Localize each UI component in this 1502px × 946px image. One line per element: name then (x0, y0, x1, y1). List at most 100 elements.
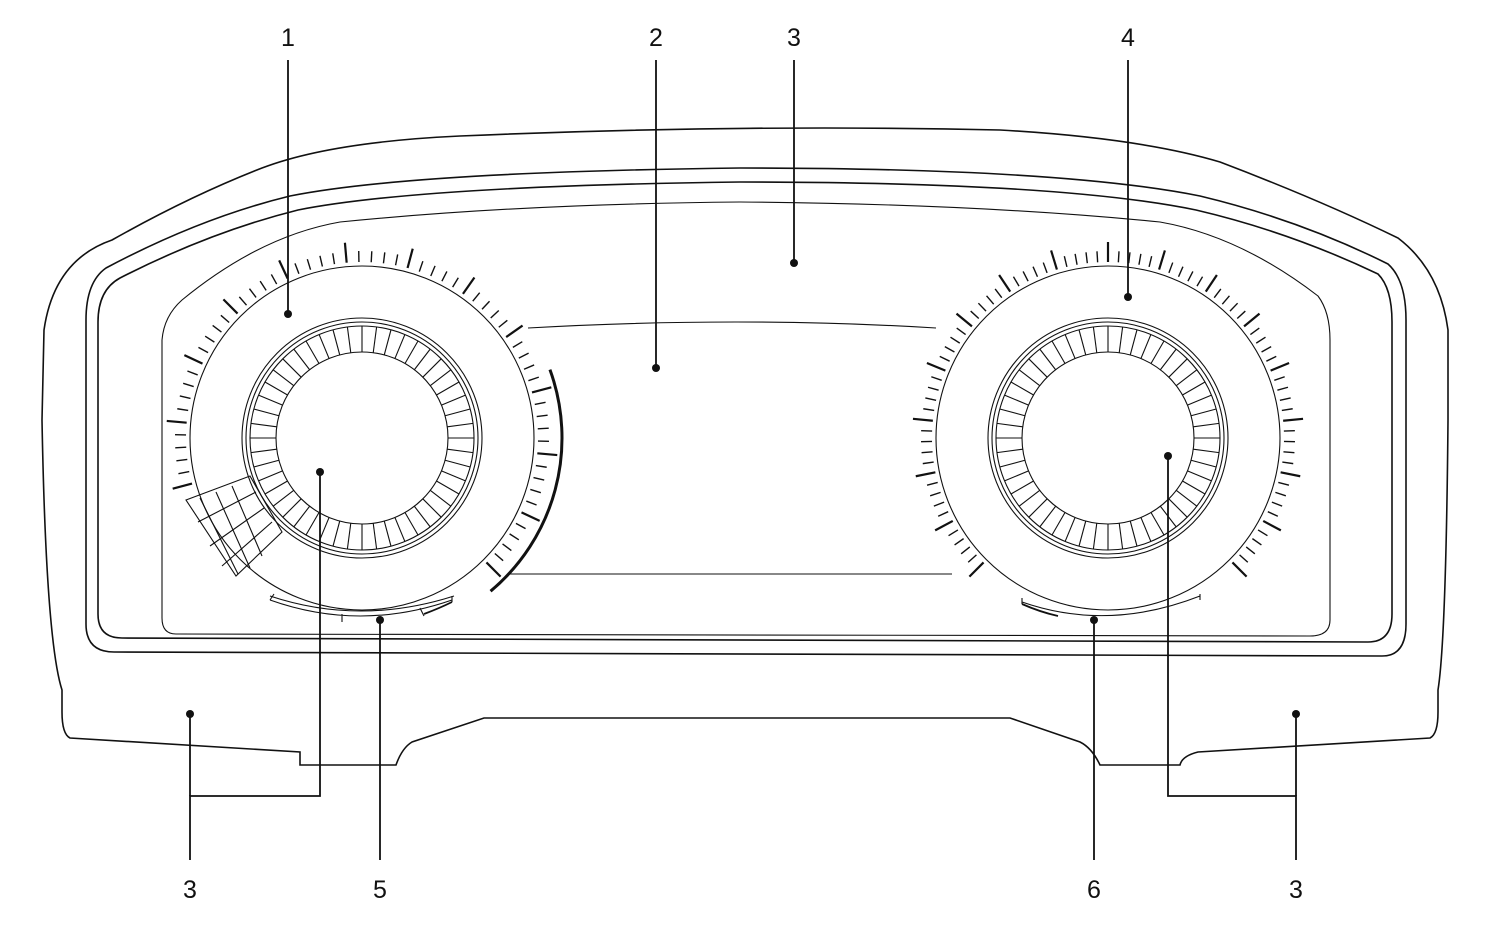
callout-label-3-bottom-left: 3 (183, 876, 197, 904)
left-gauge-redline-arc (489, 369, 564, 593)
left-gauge-tick (534, 401, 546, 406)
right-gauge-tick (994, 288, 1003, 299)
right-gauge-tick (915, 471, 936, 478)
right-gauge-tick (1281, 408, 1293, 412)
right-gauge-tick (1063, 256, 1068, 268)
right-gauge-tick (1279, 397, 1291, 401)
left-gauge-tick (526, 500, 537, 506)
right-gauge-tick (1275, 491, 1287, 497)
right-gauge-segment (1028, 358, 1048, 378)
left-gauge-segment (441, 394, 466, 406)
right-gauge-segment (1051, 512, 1066, 536)
right-gauge-tick (1277, 386, 1289, 391)
right-gauge-tick (933, 501, 945, 507)
left-gauge-tick (306, 258, 312, 270)
left-gauge-tick (505, 324, 524, 338)
screen-frame-outer (85, 167, 1407, 657)
left-gauge-tick (509, 533, 520, 541)
right-gauge-tick (921, 451, 933, 454)
right-gauge-segment (1140, 334, 1152, 359)
right-gauge-segment (1064, 334, 1076, 359)
callout-label-2: 2 (649, 24, 663, 52)
left-gauge-tick (294, 263, 300, 274)
left-gauge-tick (418, 260, 424, 272)
right-gauge-tick (1249, 327, 1260, 336)
left-gauge-scale (166, 242, 558, 578)
callout-label-3-top: 3 (787, 24, 801, 52)
left-gauge-segment (404, 512, 419, 536)
right-gauge-segment (1010, 480, 1034, 495)
right-gauge-tick (1213, 288, 1222, 299)
left-gauge-tick (406, 248, 414, 269)
left-gauge-segment (332, 520, 341, 547)
right-gauge-tick (1271, 501, 1283, 507)
left-gauge-segment (436, 381, 460, 396)
right-gauge-tick (923, 408, 935, 412)
right-gauge-tick (1168, 262, 1174, 274)
left-gauge-segment (346, 523, 352, 550)
left-gauge-tick (182, 382, 194, 388)
right-gauge-tick (926, 361, 946, 372)
left-gauge-tick (498, 319, 508, 328)
left-gauge-tick (222, 298, 239, 315)
left-gauge-segment (272, 489, 295, 507)
right-gauge-segment (1168, 498, 1188, 518)
left-gauge-segment (422, 498, 442, 518)
right-gauge-tick (1261, 346, 1272, 353)
right-gauge-tick (1231, 561, 1248, 578)
left-gauge-segment (293, 505, 311, 528)
left-gauge-tick (535, 464, 547, 468)
left-gauge-tick (177, 408, 189, 412)
right-gauge-tick (1158, 250, 1166, 270)
right-gauge-status-bar (1021, 594, 1201, 617)
right-gauge-tick (1148, 256, 1153, 268)
right-gauge-tick (1022, 271, 1029, 282)
left-gauge-segment (444, 408, 471, 417)
left-gauge-segment (282, 358, 302, 378)
left-gauge-tick (462, 276, 476, 295)
right-gauge-tick (926, 481, 938, 486)
left-gauge-tick (332, 253, 336, 265)
left-gauge-tick (472, 292, 481, 302)
right-gauge-tick (931, 376, 942, 381)
left-gauge-tick (485, 561, 502, 578)
left-gauge-tick (270, 274, 278, 285)
right-gauge-tick (944, 346, 955, 353)
right-gauge-segment (1190, 408, 1217, 417)
left-gauge (166, 242, 564, 622)
right-gauge-segment (1140, 517, 1152, 542)
right-gauge-tick (998, 274, 1012, 293)
right-gauge-tick (1117, 251, 1120, 263)
right-gauge-segment (1193, 448, 1220, 454)
center-display-window (510, 321, 952, 575)
callout-label-6: 6 (1087, 876, 1101, 904)
right-gauge-tick (939, 355, 950, 362)
right-gauge-segment (1175, 489, 1198, 507)
left-gauge-segment (264, 480, 288, 495)
right-gauge-segment (1129, 329, 1138, 356)
right-gauge-segment (999, 459, 1026, 468)
right-gauge-tick (1243, 312, 1261, 328)
right-gauge-segment (1010, 381, 1034, 396)
left-gauge-segment (253, 408, 280, 417)
right-gauge-tick (1012, 276, 1020, 287)
left-gauge-segment (441, 470, 466, 482)
left-gauge-segment (282, 498, 302, 518)
right-gauge-tick (1127, 252, 1131, 264)
screen-frame-inner (97, 181, 1393, 643)
right-gauge-segment (1118, 326, 1124, 353)
right-gauge-tick (912, 417, 933, 422)
left-gauge-tick (394, 254, 399, 266)
right-gauge-segment (1039, 348, 1057, 371)
left-gauge-segment (346, 326, 352, 353)
right-gauge-segment (996, 422, 1023, 428)
left-gauge-tick (518, 352, 529, 359)
left-gauge-tick (533, 476, 545, 481)
right-gauge-segment (1150, 512, 1165, 536)
left-gauge-segment (318, 334, 330, 359)
right-gauge-segment (1039, 505, 1057, 528)
left-gauge-tick (179, 395, 191, 400)
right-gauge-tick (968, 561, 985, 578)
right-gauge-tick (1236, 310, 1246, 320)
